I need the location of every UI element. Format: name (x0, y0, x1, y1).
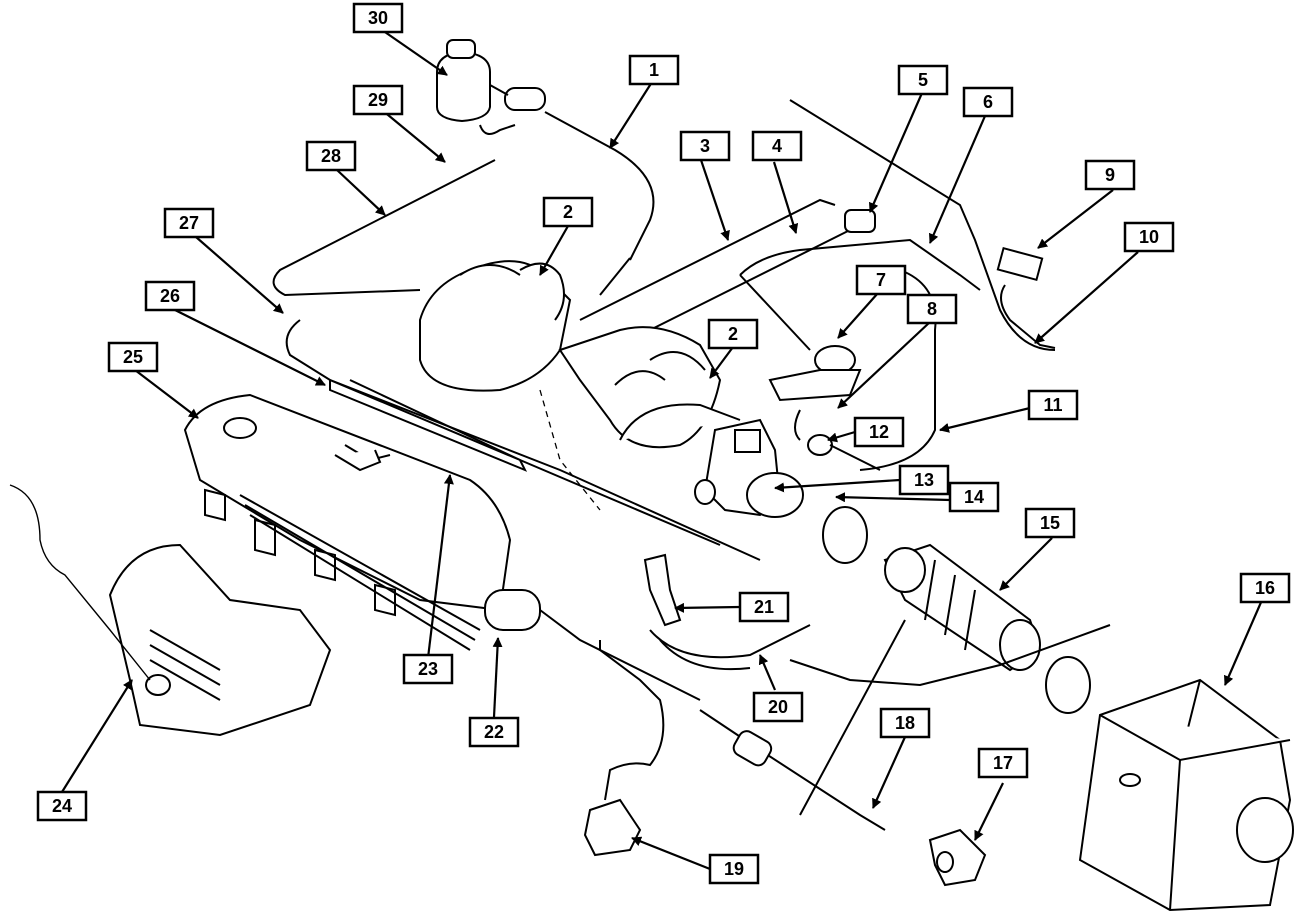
callout-4: 4 (751, 130, 803, 162)
cable-18 (699, 709, 886, 831)
callout-label: 23 (418, 659, 438, 679)
callout-18: 18 (879, 707, 931, 739)
callout-10: 10 (1123, 221, 1175, 253)
line-27 (285, 319, 761, 561)
callout-label: 24 (52, 796, 72, 816)
callout-9: 9 (1084, 159, 1136, 191)
callout-label: 28 (321, 146, 341, 166)
callout-label: 25 (123, 347, 143, 367)
callout-label: 16 (1255, 578, 1275, 598)
leader-arrows (61, 29, 1264, 871)
callout-label: 27 (179, 213, 199, 233)
callout-2-b: 2 (707, 318, 759, 350)
callout-label: 17 (993, 753, 1013, 773)
line-3 (579, 198, 836, 321)
callout-label: 14 (964, 487, 984, 507)
callout-label: 15 (1040, 513, 1060, 533)
callout-label: 21 (754, 597, 774, 617)
callout-3: 3 (679, 130, 731, 162)
callout-label: 1 (649, 60, 659, 80)
throttle-body (694, 418, 804, 518)
hose-1 (544, 111, 655, 261)
callout-21: 21 (738, 591, 790, 623)
callout-22: 22 (468, 716, 520, 748)
intake-duct (883, 543, 1042, 672)
callout-11: 11 (1027, 389, 1079, 421)
callout-26: 26 (144, 280, 196, 312)
callout-23: 23 (402, 653, 454, 685)
valve-5 (844, 209, 876, 233)
callout-label: 29 (368, 90, 388, 110)
fuel-rail (329, 378, 528, 472)
callout-28: 28 (305, 140, 357, 172)
callout-label: 9 (1105, 165, 1115, 185)
sensor-17 (928, 828, 987, 887)
callout-label: 18 (895, 713, 915, 733)
reservoir (436, 39, 546, 135)
callout-2: 2 (542, 196, 594, 228)
callout-16: 16 (1239, 572, 1291, 604)
air-cleaner (1078, 678, 1294, 912)
callout-6: 6 (962, 86, 1014, 118)
sensor-12 (807, 434, 833, 456)
callout-19: 19 (708, 853, 760, 885)
callout-label: 3 (700, 136, 710, 156)
line-6 (739, 238, 981, 291)
callout-1: 1 (628, 54, 680, 86)
callout-20: 20 (752, 691, 804, 723)
callout-label: 30 (368, 8, 388, 28)
callout-30: 30 (352, 2, 404, 34)
callout-label: 12 (869, 422, 889, 442)
callout-label: 20 (768, 697, 788, 717)
callout-label: 19 (724, 859, 744, 879)
sensor-22 (484, 589, 701, 701)
callout-7: 7 (855, 264, 907, 296)
clamp-duct (1045, 656, 1091, 714)
callout-5: 5 (897, 64, 949, 96)
parts-artwork (9, 39, 1294, 912)
callout-label: 6 (983, 92, 993, 112)
callout-label: 26 (160, 286, 180, 306)
callout-label: 8 (927, 299, 937, 319)
callout-17: 17 (977, 747, 1029, 779)
intake-manifold (419, 260, 741, 511)
callout-8: 8 (906, 293, 958, 325)
heat-shield (9, 484, 332, 737)
callout-13: 13 (898, 464, 950, 496)
line-28 (272, 159, 496, 297)
module-19 (583, 640, 665, 857)
connector-9 (996, 246, 1044, 282)
callout-27: 27 (163, 207, 215, 239)
callout-label: 22 (484, 722, 504, 742)
callout-label: 2 (728, 324, 738, 344)
callout-label: 11 (1043, 395, 1062, 415)
hose-20 (649, 624, 811, 659)
callout-29: 29 (352, 84, 404, 116)
callout-label: 7 (876, 270, 886, 290)
callout-24: 24 (36, 790, 88, 822)
callout-label: 13 (914, 470, 934, 490)
callout-25: 25 (107, 341, 159, 373)
line-4 (639, 229, 851, 336)
callout-label: 2 (563, 202, 573, 222)
clamp-14 (822, 506, 868, 564)
valve-cover (183, 393, 512, 651)
callout-label: 5 (918, 70, 928, 90)
callout-label: 4 (772, 136, 782, 156)
callout-15: 15 (1024, 507, 1076, 539)
actuator-7 (768, 345, 862, 441)
callout-label: 10 (1139, 227, 1159, 247)
callout-14: 14 (948, 481, 1000, 513)
callout-12: 12 (853, 416, 905, 448)
